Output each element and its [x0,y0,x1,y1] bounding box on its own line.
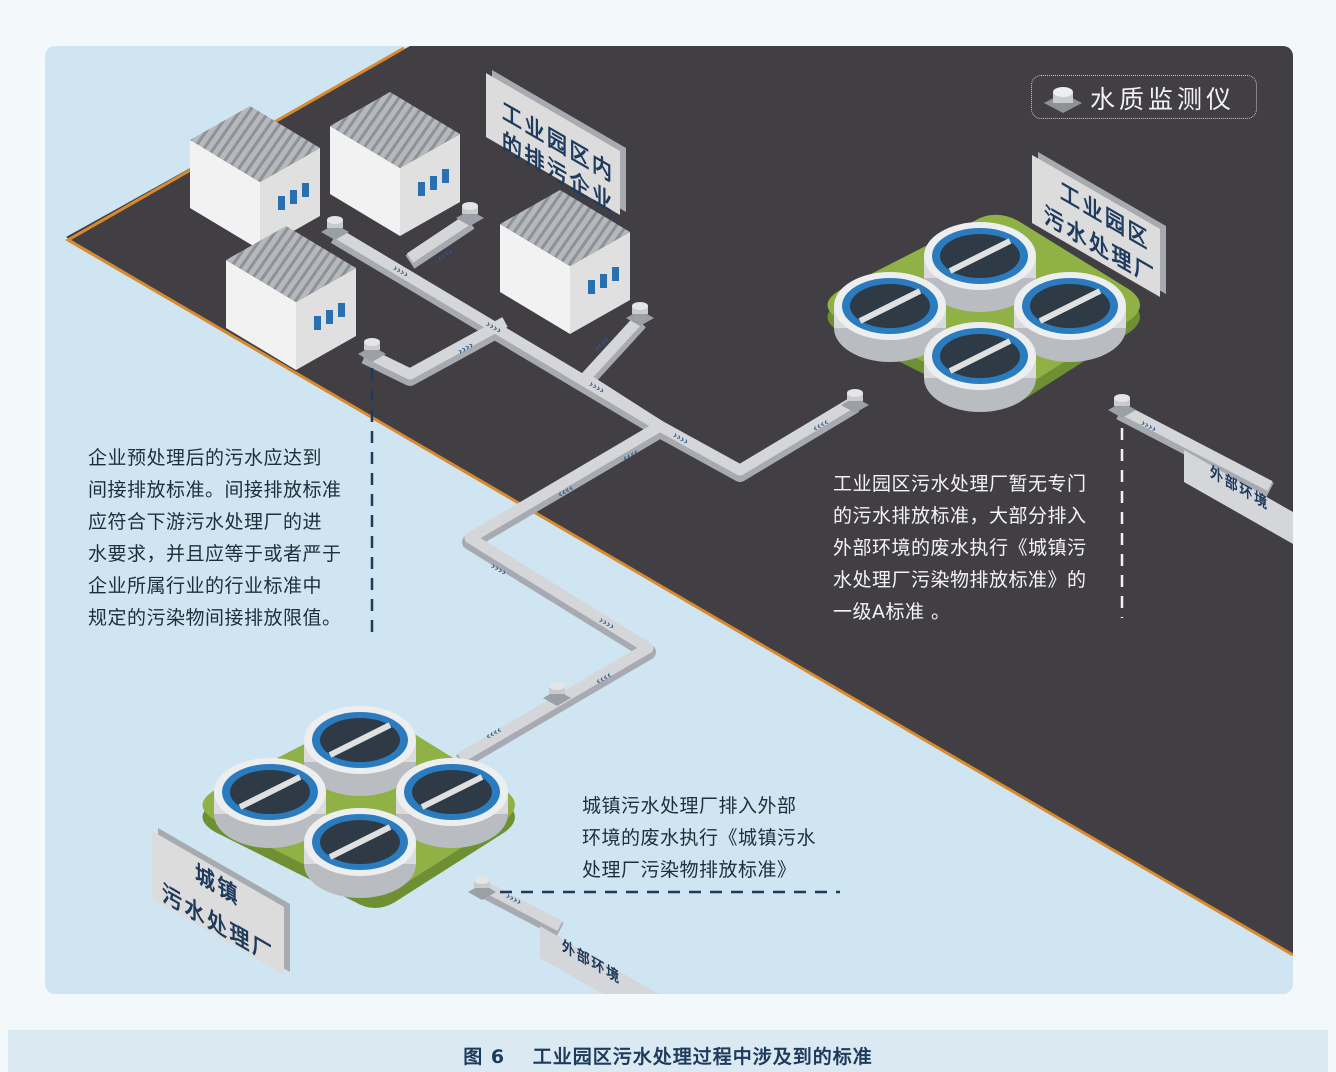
caption-bar [8,1030,1328,1072]
factory-buildings [190,92,630,370]
enterprise-standard-note: 企业预处理后的污水应达到 间接排放标准。间接排放标准 应符合下游污水处理厂的进 … [88,447,342,629]
industrial-park-border [65,46,1293,957]
city-plant-standard-note: 城镇污水处理厂排入外部 环境的废水执行《城镇污水 处理厂污染物排放标准》 [582,795,817,881]
callout-leader-lines [370,368,1124,894]
city-treatment-plant [202,706,515,908]
legend-box [1031,75,1257,119]
industrial-treatment-plant [827,214,1140,412]
water-quality-monitors [321,202,1136,900]
figure-caption: 图 6 工业园区污水处理过程中涉及到的标准 [463,1046,873,1068]
industrial-plant-standard-note: 工业园区污水处理厂暂无专门 的污水排放标准，大部分排入 外部环境的废水执行《城镇… [833,473,1087,623]
water-quality-monitor-icon [1044,87,1082,113]
legend-label: 水质监测仪 [1090,85,1236,114]
pipe-network [330,213,1274,938]
